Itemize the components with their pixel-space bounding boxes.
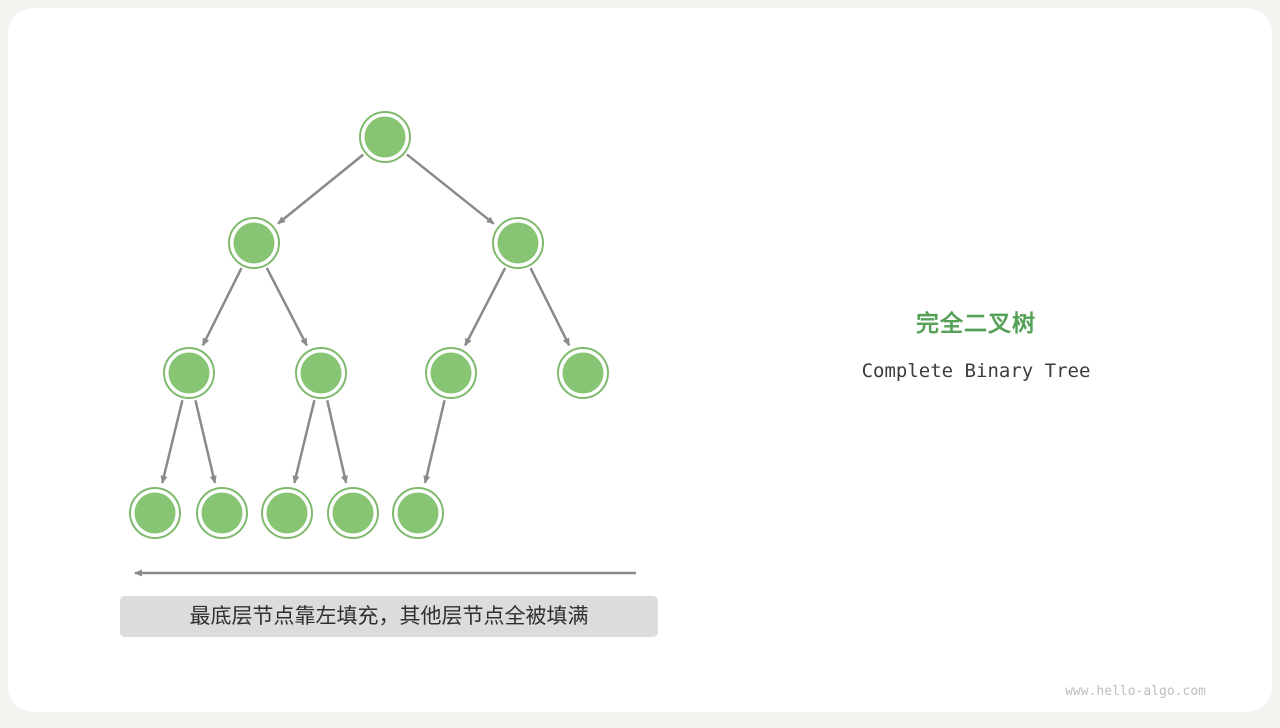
tree-edge (407, 154, 494, 223)
tree-edge (327, 400, 346, 482)
title-english: Complete Binary Tree (826, 360, 1126, 382)
tree-edge (267, 268, 307, 346)
caption-label: 最底层节点靠左填充，其他层节点全被填满 (120, 596, 658, 637)
tree-node (498, 223, 539, 264)
tree-node (267, 493, 308, 534)
tree-edge (294, 400, 314, 483)
tree-edge (465, 268, 505, 346)
figure-card: 最底层节点靠左填充，其他层节点全被填满 完全二叉树 Complete Binar… (8, 8, 1272, 712)
tree-node (301, 353, 342, 394)
tree-node (431, 353, 472, 394)
tree-node (563, 353, 604, 394)
tree-node (365, 117, 406, 158)
tree-edge (531, 268, 570, 345)
title-block: 完全二叉树 Complete Binary Tree (826, 304, 1126, 382)
title-chinese: 完全二叉树 (826, 304, 1126, 338)
tree-edge (162, 400, 182, 483)
tree-edge (203, 268, 242, 345)
tree-node (202, 493, 243, 534)
tree-edge (278, 155, 363, 224)
tree-edge (425, 400, 444, 483)
tree-edge (195, 400, 214, 483)
tree-node (135, 493, 176, 534)
tree-node (333, 493, 374, 534)
tree-node (398, 493, 439, 534)
tree-edges (162, 154, 569, 482)
tree-node (234, 223, 275, 264)
watermark-url: www.hello-algo.com (1065, 684, 1206, 699)
tree-nodes (130, 112, 608, 538)
tree-node (169, 353, 210, 394)
